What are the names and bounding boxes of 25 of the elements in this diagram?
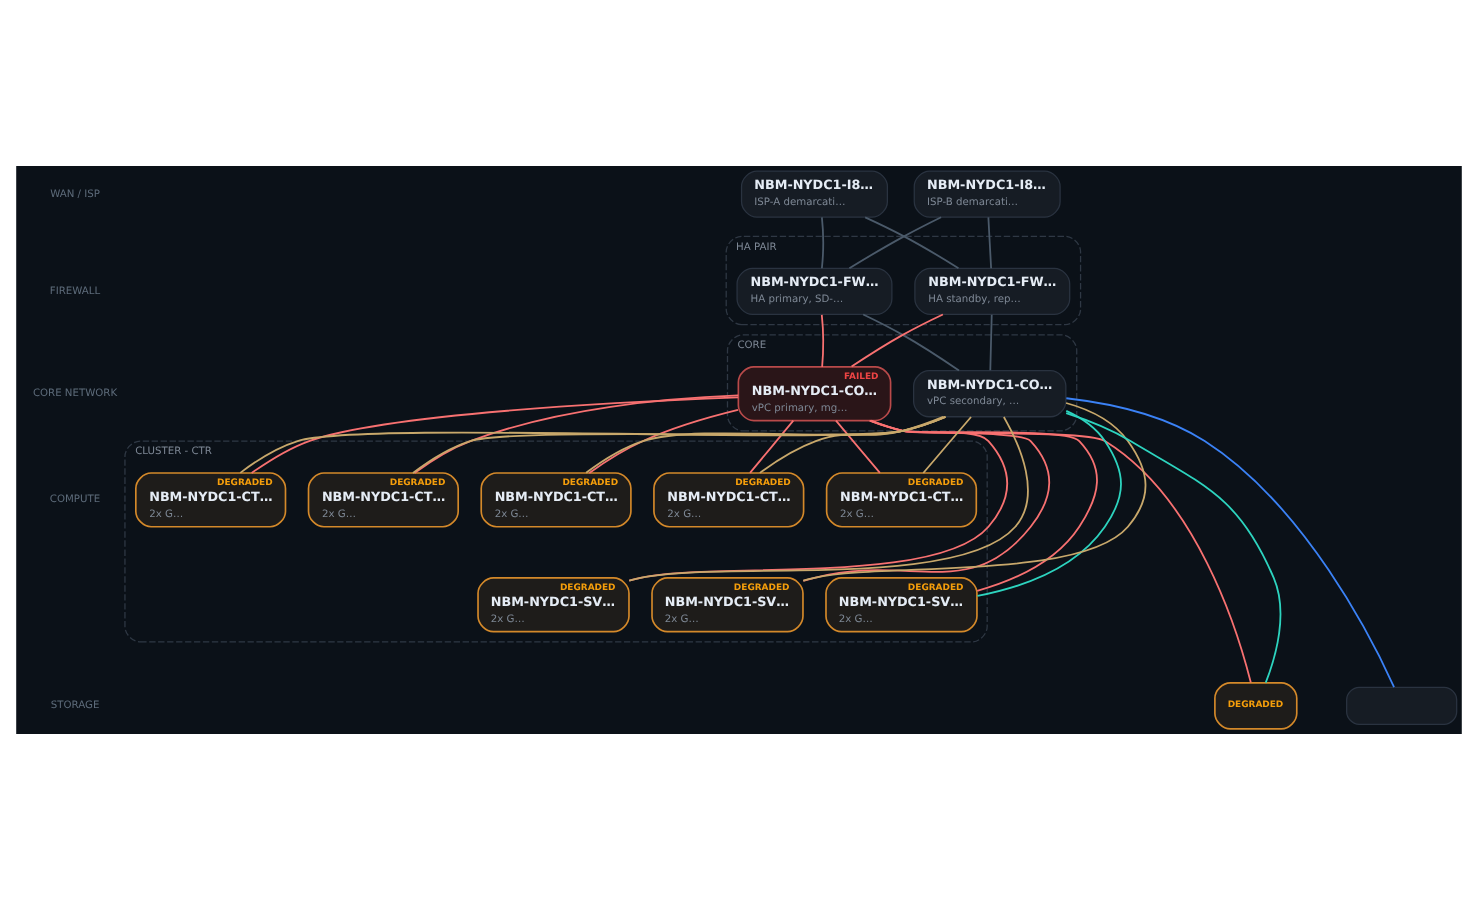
connector <box>1065 411 1282 683</box>
connector <box>802 418 1051 581</box>
connector <box>848 215 942 269</box>
connector <box>820 312 824 367</box>
connector <box>835 418 881 473</box>
node-box <box>1346 685 1458 725</box>
connector <box>412 414 947 473</box>
connector <box>987 215 992 269</box>
connector <box>802 401 1147 581</box>
connector <box>821 215 824 269</box>
connector <box>862 312 960 371</box>
connector <box>864 215 960 269</box>
connector <box>585 415 946 473</box>
connector <box>250 395 740 473</box>
connector <box>239 415 947 473</box>
connector <box>749 418 795 473</box>
connector <box>868 418 1252 683</box>
connector <box>1065 396 1395 687</box>
connector <box>989 312 993 371</box>
connector <box>588 408 739 473</box>
connector <box>922 415 972 473</box>
connector <box>976 409 1122 596</box>
connector <box>850 312 944 367</box>
connector <box>413 393 740 473</box>
connector <box>758 415 945 473</box>
